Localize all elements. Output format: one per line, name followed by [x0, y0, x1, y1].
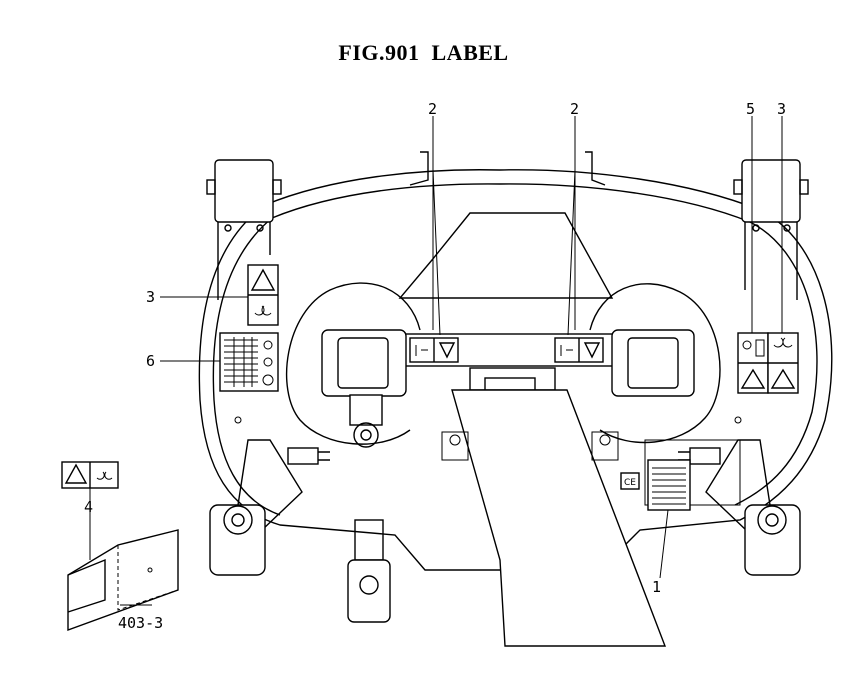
- leader-lines: [89, 116, 783, 606]
- callout-6: 6: [146, 352, 155, 370]
- top-bracket-right: [585, 151, 606, 186]
- gearbox-block: [469, 367, 556, 391]
- detail-plate-403-3: [67, 529, 179, 631]
- label-4-detail: [61, 461, 119, 489]
- callout-403-3: 403-3: [118, 614, 163, 632]
- left-rear-post: [206, 159, 282, 300]
- discharge-chute: [451, 389, 667, 647]
- right-rear-post: [733, 159, 809, 300]
- label-2-right: [554, 337, 604, 363]
- right-spindle-housing: [611, 329, 695, 397]
- callout-5: 5: [746, 100, 755, 118]
- right-blade-housing: [589, 283, 721, 444]
- front-hitch: [347, 519, 391, 623]
- deck-inner-panel: [644, 439, 741, 506]
- label-3-right: [767, 332, 799, 394]
- left-caster-wheel: [209, 439, 330, 576]
- ce-mark: CE: [624, 478, 636, 488]
- left-blade-housing: [285, 282, 421, 445]
- label-1-serial-plate: CE: [620, 459, 691, 511]
- label-5-right: [737, 332, 769, 394]
- figure-title: FIG.901 LABEL: [338, 40, 509, 65]
- callout-1: 1: [652, 578, 661, 596]
- deck-bolts: [234, 416, 742, 461]
- label-6-left: [219, 332, 279, 392]
- label-2-left: [409, 337, 459, 363]
- top-bracket-left: [409, 151, 429, 186]
- callout-2-right: 2: [570, 100, 579, 118]
- center-cover: [398, 212, 614, 299]
- callout-2-left: 2: [428, 100, 437, 118]
- label-3-left: [247, 264, 279, 326]
- right-caster-wheel: [678, 439, 801, 576]
- left-spindle-housing: [321, 329, 407, 448]
- callout-3-right: 3: [777, 100, 786, 118]
- deck-outer-rim: [198, 169, 833, 571]
- callout-3-left: 3: [146, 288, 155, 306]
- callout-4: 4: [84, 498, 93, 516]
